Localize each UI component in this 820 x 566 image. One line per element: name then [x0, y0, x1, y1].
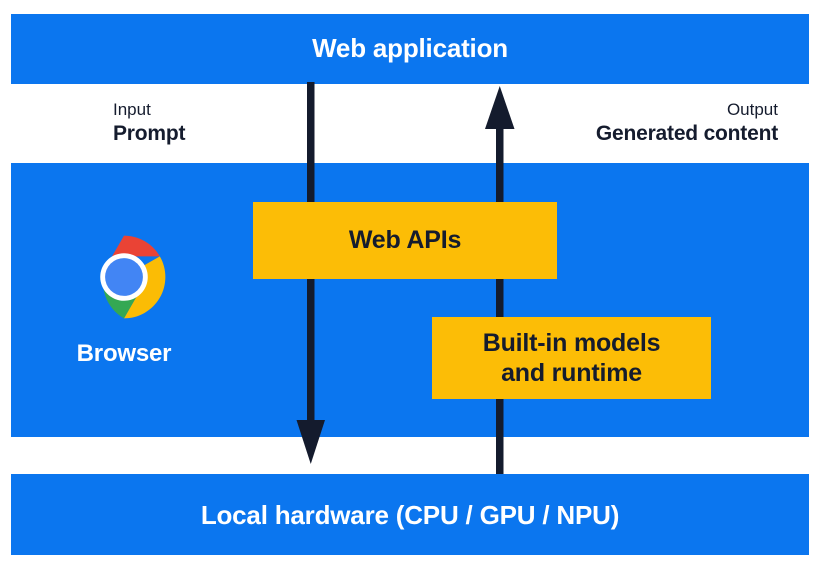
output-value-text: Generated content	[595, 121, 778, 145]
web-apis-box: Web APIs	[253, 202, 557, 279]
web-application-band	[11, 14, 809, 84]
local-hardware-label: Local hardware (CPU / GPU / NPU)	[200, 500, 620, 530]
builtin-models-label: Built-in models and runtime	[483, 328, 661, 389]
input-flow-label: Input Prompt	[113, 100, 186, 146]
web-apis-label: Web APIs	[348, 226, 462, 255]
web-application-label: Web application	[312, 33, 508, 63]
input-value-text: Prompt	[113, 121, 186, 145]
builtin-models-line2: and runtime	[501, 359, 642, 387]
arrow-up-icon	[485, 86, 515, 478]
output-flow-label: Output Generated content	[596, 100, 778, 146]
builtin-models-box: Built-in models and runtime	[432, 317, 711, 399]
chrome-logo-icon	[100, 235, 166, 319]
browser-label: Browser	[76, 340, 172, 367]
builtin-models-line1: Built-in models	[482, 328, 661, 357]
output-kind-text: Output	[726, 100, 778, 119]
local-hardware-band	[11, 474, 809, 555]
input-kind-text: Input	[113, 100, 151, 119]
